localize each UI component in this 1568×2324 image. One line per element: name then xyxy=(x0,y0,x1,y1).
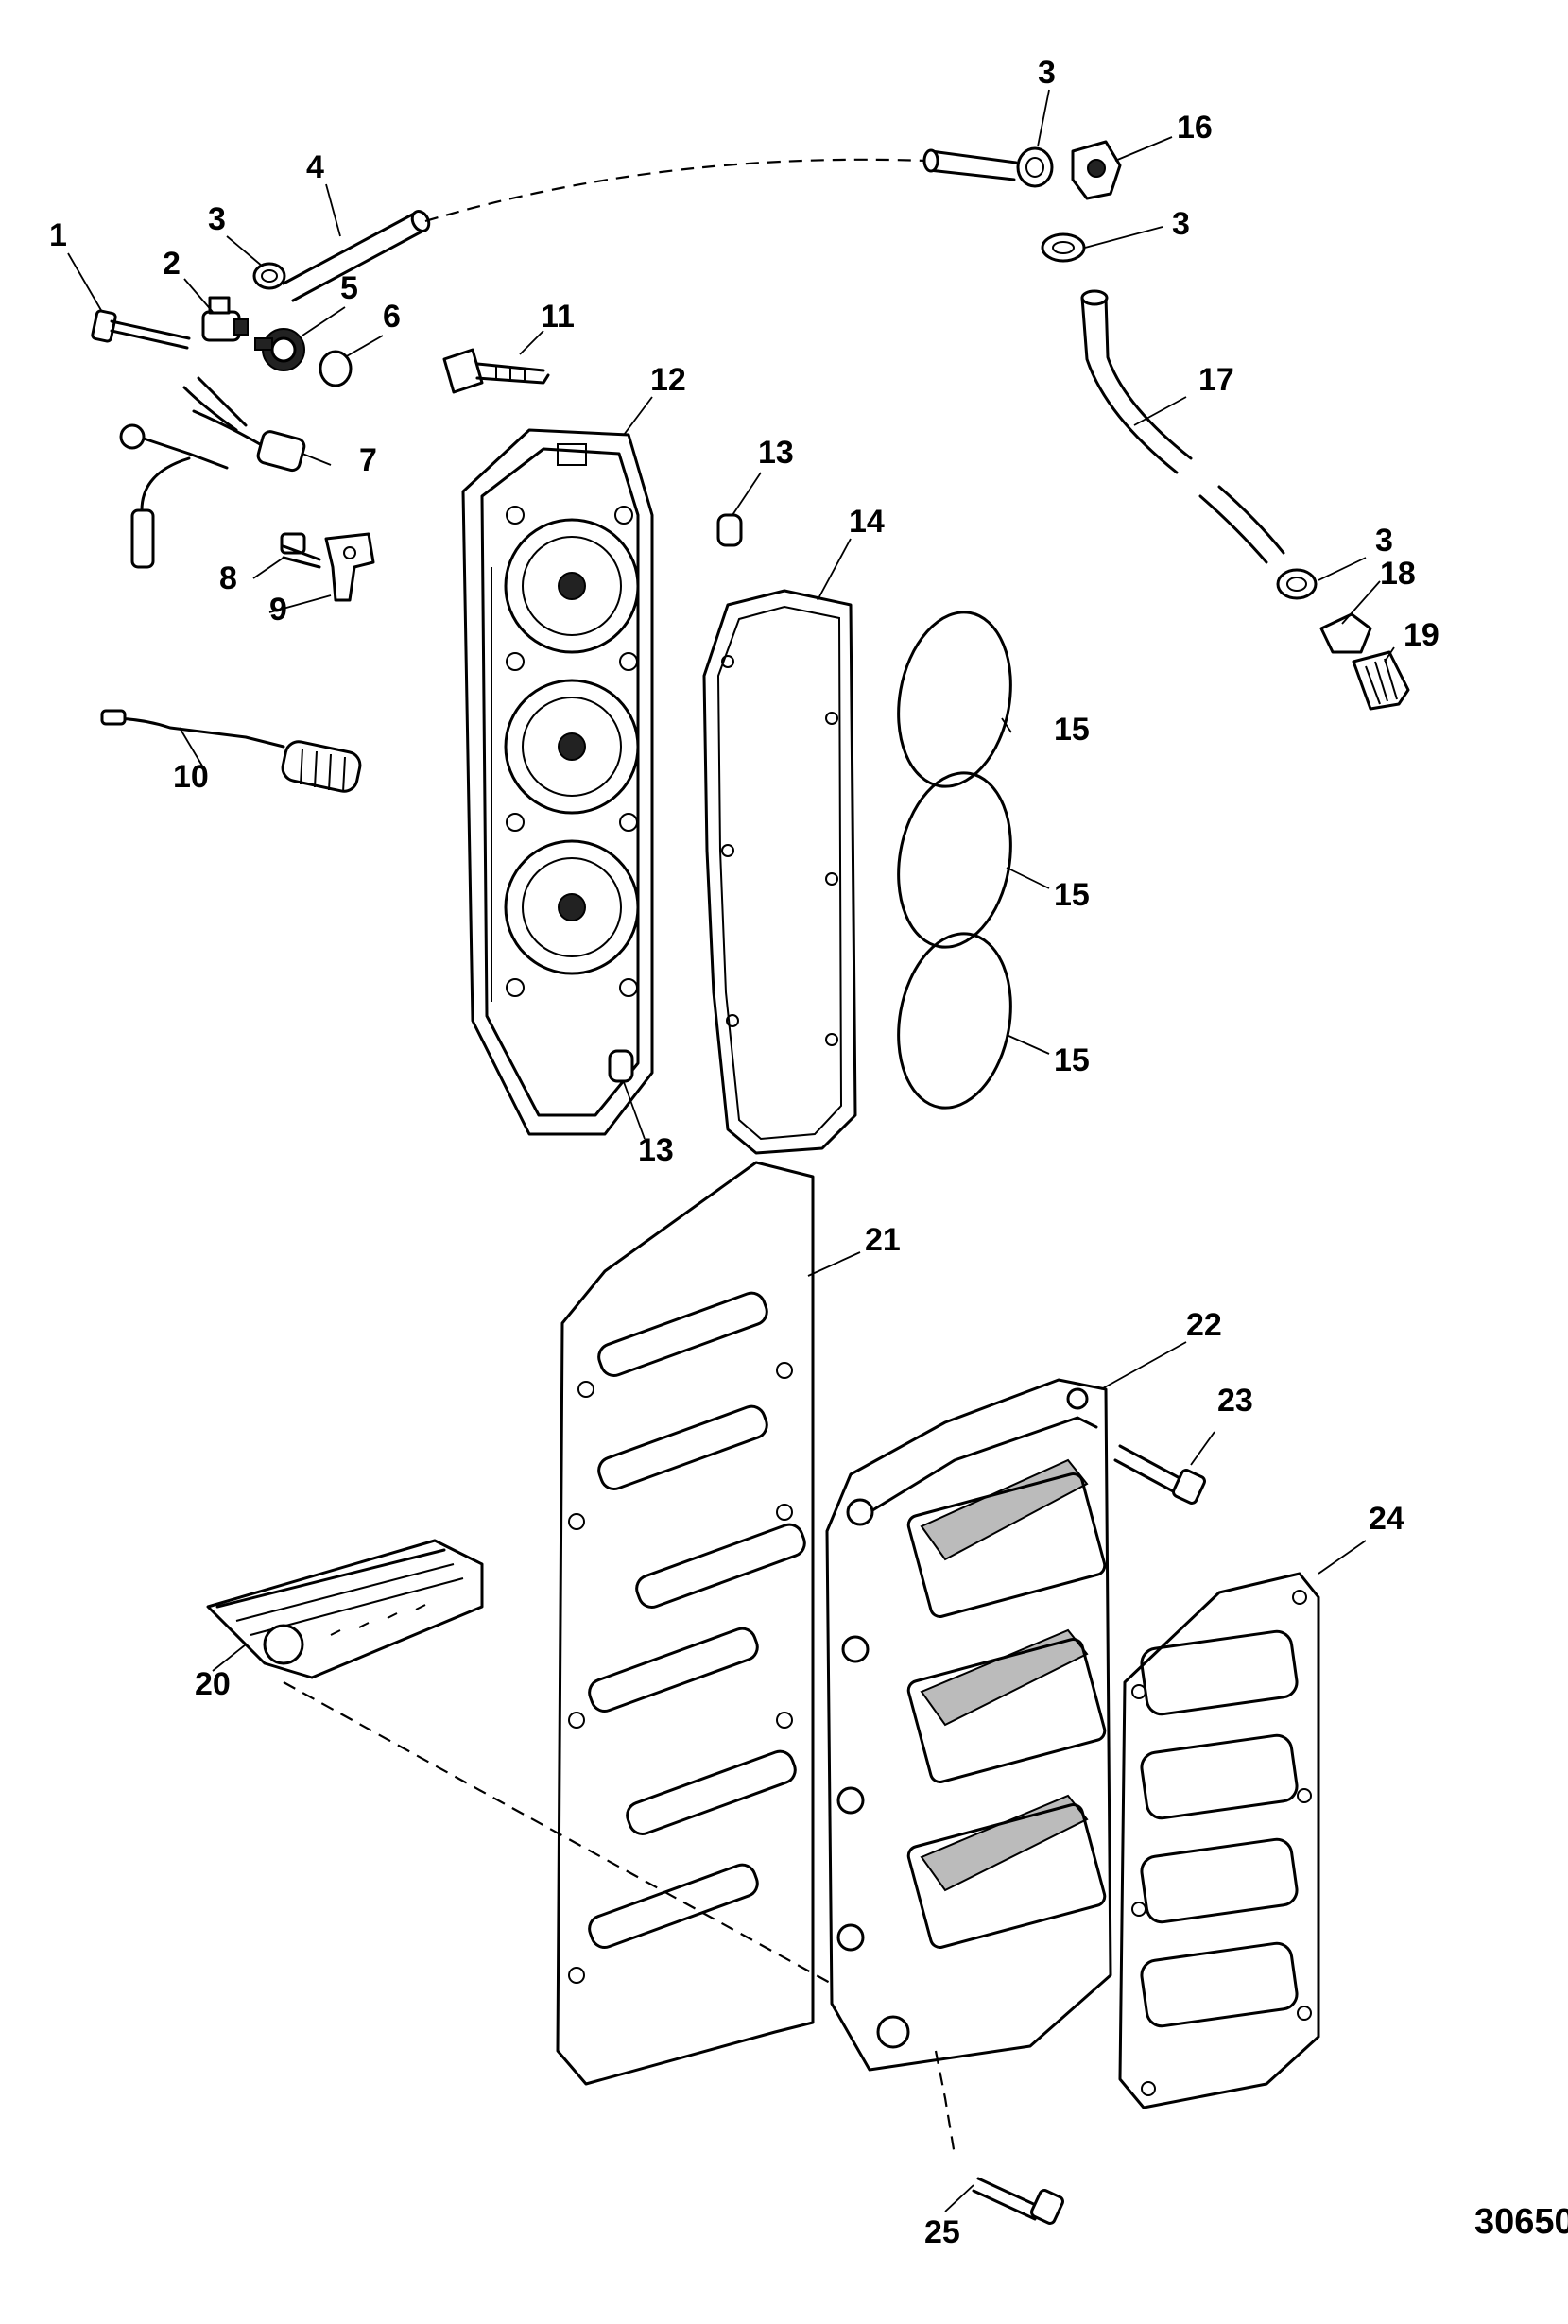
bolt-part-23 xyxy=(1113,1444,1206,1505)
oring-part-15-middle xyxy=(897,771,1012,949)
callout-2: 2 xyxy=(163,246,181,282)
reed-block-part-20 xyxy=(206,1539,484,1679)
callout-24: 24 xyxy=(1369,1501,1404,1537)
callout-6: 6 xyxy=(383,299,401,335)
callout-9: 9 xyxy=(269,592,287,628)
leader-lines xyxy=(67,89,1395,2212)
callout-21: 21 xyxy=(865,1222,901,1258)
callout-12: 12 xyxy=(650,362,686,398)
clamp-part-3-left xyxy=(252,262,286,290)
callout-13-upper: 13 xyxy=(758,435,794,471)
intake-manifold-part-22 xyxy=(825,1378,1112,2072)
callout-22: 22 xyxy=(1186,1307,1222,1343)
spring-part-19 xyxy=(1352,650,1410,711)
gasket-part-14 xyxy=(702,589,857,1155)
wire-harness-part-7 xyxy=(119,376,306,569)
callout-10: 10 xyxy=(173,759,209,795)
cylinder-head-cover-part-12 xyxy=(461,428,654,1136)
bolt-25-dashed-line xyxy=(934,2050,956,2156)
callout-20: 20 xyxy=(195,1666,231,1702)
clamp-part-3-top xyxy=(1016,146,1054,188)
callout-23: 23 xyxy=(1217,1383,1253,1419)
callout-3-top: 3 xyxy=(1038,55,1056,91)
callout-8: 8 xyxy=(219,560,237,596)
clamp-part-3-mid xyxy=(1041,232,1086,263)
callout-7: 7 xyxy=(359,442,377,478)
oring-part-15-upper xyxy=(897,611,1012,788)
screw-part-8 xyxy=(280,532,321,569)
callout-15-lower: 15 xyxy=(1054,1042,1090,1078)
bolt-part-11 xyxy=(442,348,550,394)
gasket-part-21 xyxy=(556,1161,815,2086)
oring-part-15-lower xyxy=(897,932,1012,1110)
callout-14: 14 xyxy=(849,504,885,540)
callout-5: 5 xyxy=(340,270,358,306)
callout-3-left: 3 xyxy=(208,201,226,237)
dowel-part-13-lower xyxy=(608,1049,634,1083)
callout-3-lower: 3 xyxy=(1375,523,1393,559)
gasket-part-24 xyxy=(1118,1572,1320,2109)
elbow-fitting-part-16 xyxy=(1071,140,1122,200)
callout-18: 18 xyxy=(1380,556,1416,592)
bracket-part-9 xyxy=(324,532,375,602)
callout-16: 16 xyxy=(1177,110,1213,146)
callout-3-mid: 3 xyxy=(1172,206,1190,242)
callout-25: 25 xyxy=(924,2214,960,2250)
sensor-part-10 xyxy=(100,709,362,793)
fitting-part-2 xyxy=(201,296,249,342)
callout-15-middle: 15 xyxy=(1054,877,1090,913)
bolt-part-1 xyxy=(91,309,191,350)
callout-13-lower: 13 xyxy=(638,1132,674,1168)
bolt-part-25 xyxy=(972,2177,1064,2225)
figure-number: 30650 xyxy=(1474,2202,1568,2242)
oring-part-6 xyxy=(319,350,353,387)
fitting-part-5 xyxy=(254,328,305,371)
fitting-part-18 xyxy=(1319,612,1372,654)
reed-block-dashed-line xyxy=(283,1681,946,2047)
callout-11: 11 xyxy=(541,299,575,335)
callout-1: 1 xyxy=(49,217,67,253)
hose-segment-top xyxy=(922,148,1018,181)
callout-15-upper: 15 xyxy=(1054,712,1090,748)
hose-routing-dashed-line xyxy=(424,158,927,223)
clamp-part-3-lower xyxy=(1276,568,1318,600)
callout-19: 19 xyxy=(1404,617,1439,653)
hose-part-17 xyxy=(1080,289,1285,564)
hose-part-4 xyxy=(282,210,431,302)
callout-17: 17 xyxy=(1198,362,1234,398)
dowel-part-13-upper xyxy=(716,513,743,547)
callout-4: 4 xyxy=(306,149,324,185)
